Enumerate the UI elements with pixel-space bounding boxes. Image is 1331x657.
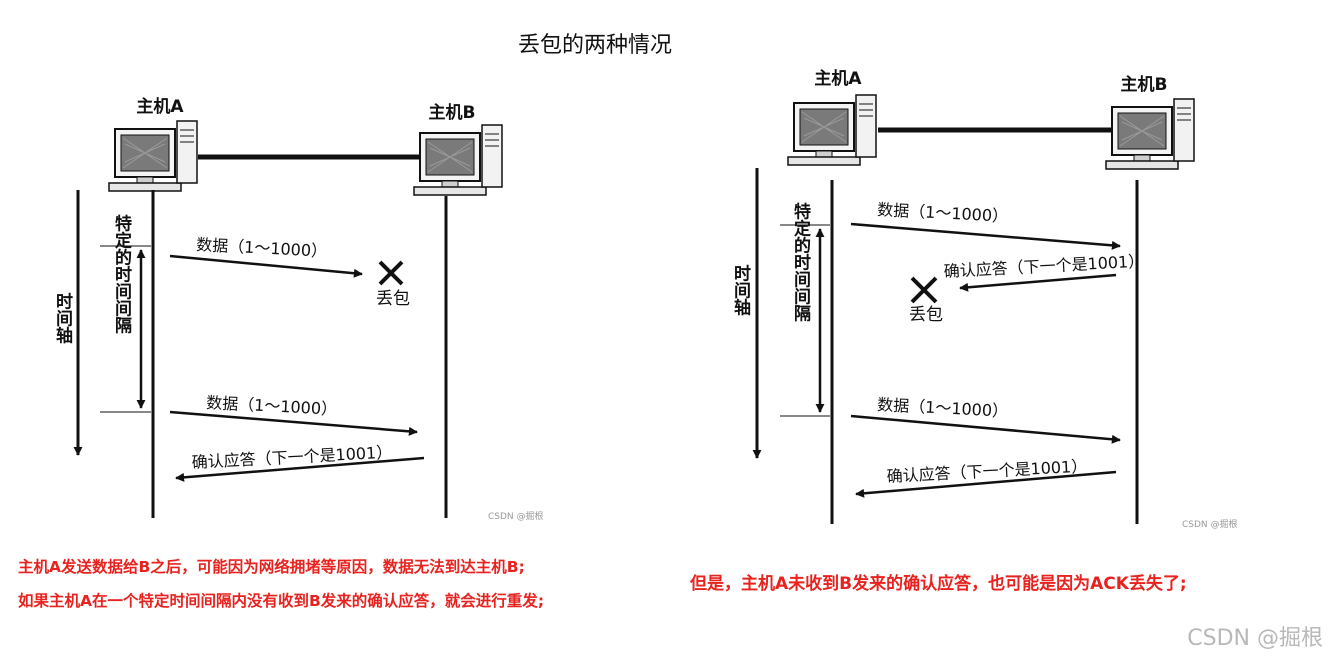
diagram-title: 丢包的两种情况	[518, 33, 672, 58]
left-interval-label: 特定的时间间隔	[111, 213, 132, 334]
right-msg-data-1-arrow	[850, 222, 1121, 250]
right-host-b-computer-icon	[1105, 98, 1195, 170]
left-time-axis-label: 时间轴	[52, 292, 73, 344]
left-msg-data-2-arrow	[169, 410, 418, 436]
right-host-a-label: 主机A	[814, 68, 862, 89]
right-interval-label: 特定的时间间隔	[790, 201, 811, 322]
left-lost-label: 丢包	[376, 289, 410, 309]
right-host-a-computer-icon	[787, 94, 877, 166]
left-host-a-computer-icon	[108, 120, 198, 192]
left-lost-x-icon	[378, 260, 404, 286]
right-msg-ack-2-label: 确认应答（下一个是1001）	[886, 457, 1087, 486]
right-time-axis-label: 时间轴	[730, 264, 751, 316]
left-diagram: 主机A 主机B 时间轴 特定的时间间隔 数据（1～1000） 丢包 数据（1～1…	[52, 96, 544, 522]
right-msg-data-1-label: 数据（1～1000）	[877, 200, 1009, 226]
right-msg-ack-lost-label: 确认应答（下一个是1001）	[943, 252, 1144, 281]
left-small-watermark: CSDN @掘根	[488, 510, 544, 522]
csdn-watermark: CSDN @掘根	[1187, 626, 1323, 651]
right-lost-x-icon	[910, 276, 938, 304]
caption-left-line-2: 如果主机A在一个特定时间间隔内没有收到B发来的确认应答，就会进行重发;	[18, 592, 545, 610]
right-small-watermark: CSDN @掘根	[1182, 518, 1238, 530]
right-host-b-label: 主机B	[1121, 74, 1168, 95]
right-msg-ack-lost-arrow	[959, 273, 1117, 292]
right-msg-data-2-label: 数据（1～1000）	[877, 395, 1009, 421]
right-msg-ack-2-arrow	[855, 470, 1117, 498]
left-msg-data-2-label: 数据（1～1000）	[206, 393, 338, 419]
left-host-a-label: 主机A	[136, 96, 184, 117]
left-msg-data-1-arrow	[169, 254, 363, 278]
left-host-b-computer-icon	[413, 124, 503, 196]
caption-left-line-1: 主机A发送数据给B之后，可能因为网络拥堵等原因，数据无法到达主机B;	[18, 558, 525, 576]
caption-right: 但是，主机A未收到B发来的确认应答，也可能是因为ACK丢失了;	[690, 574, 1187, 594]
right-msg-data-2-arrow	[850, 414, 1121, 444]
left-msg-ack-arrow	[175, 456, 425, 482]
left-host-b-label: 主机B	[429, 102, 476, 123]
right-lost-label: 丢包	[909, 305, 943, 325]
left-msg-data-1-label: 数据（1～1000）	[196, 235, 328, 261]
right-diagram: 主机A 主机B 时间轴 特定的时间间隔 数据（1～1000） 确认应答（下一个是…	[730, 68, 1238, 530]
